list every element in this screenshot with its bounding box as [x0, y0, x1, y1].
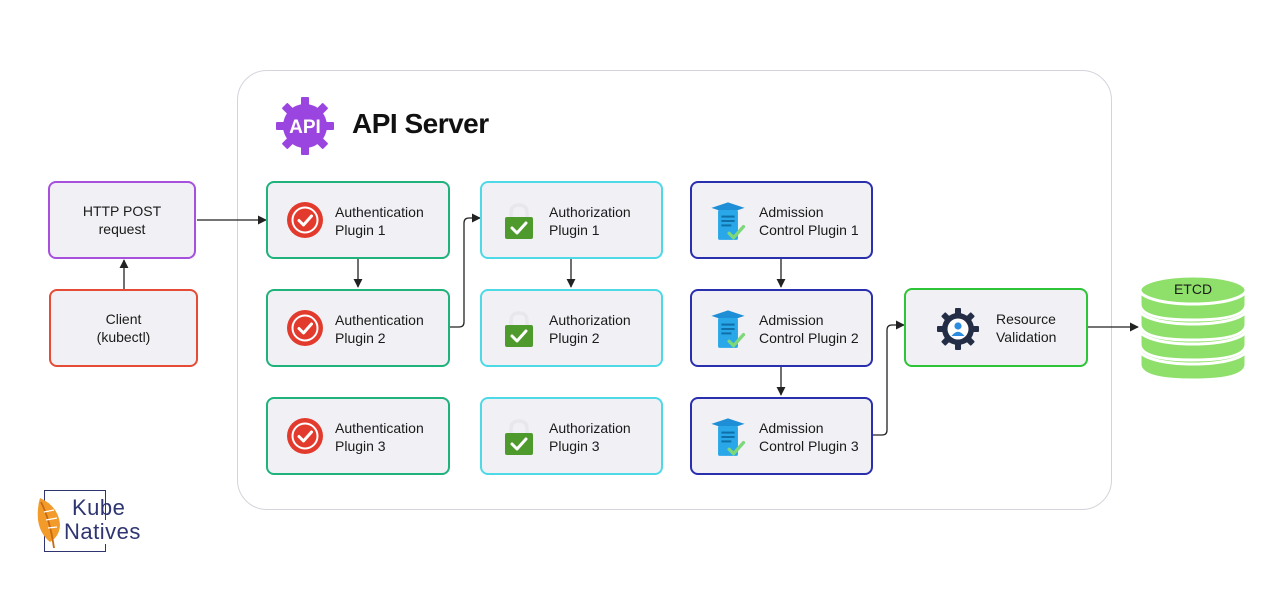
auth3-line1: Authentication [335, 420, 424, 436]
resource-line1: Resource [996, 311, 1056, 327]
auth1-line1: Authentication [335, 204, 424, 220]
arrow-adm3-to-resource [873, 320, 905, 436]
authz1-line2: Plugin 1 [549, 222, 600, 238]
badge-check-icon [287, 202, 323, 238]
authz2-line2: Plugin 2 [549, 330, 600, 346]
kube-natives-logo: Kube Natives [30, 488, 160, 558]
badge-check-icon [287, 418, 323, 454]
adm2-line1: Admission [759, 312, 824, 328]
client-line1: Client [105, 311, 142, 327]
document-check-icon [711, 202, 746, 240]
client-line2: (kubectl) [96, 329, 151, 345]
authz1-line1: Authorization [549, 204, 631, 220]
http-line2: request [98, 221, 146, 237]
auth2-line2: Plugin 2 [335, 330, 386, 346]
authz3-line2: Plugin 3 [549, 438, 600, 454]
http-line1: HTTP POST [82, 203, 162, 219]
badge-check-icon [287, 310, 323, 346]
api-server-title: API Server [352, 108, 489, 139]
api-gear-icon: API [276, 97, 334, 155]
etcd-label: ETCD [1173, 281, 1213, 297]
logo-line1: Kube [72, 495, 126, 520]
authz2-line1: Authorization [549, 312, 631, 328]
authz3-line1: Authorization [549, 420, 631, 436]
feather-icon [37, 498, 60, 549]
auth3-line2: Plugin 3 [335, 438, 386, 454]
database-icon [1138, 274, 1248, 382]
http-post-request-node: HTTP POST request [48, 181, 196, 259]
adm3-line1: Admission [759, 420, 824, 436]
arrow-auth2-to-authz1 [450, 213, 481, 328]
lock-check-icon [505, 203, 533, 239]
adm2-line2: Control Plugin 2 [759, 330, 859, 346]
client-node: Client (kubectl) [49, 289, 198, 367]
api-badge-text: API [289, 117, 321, 138]
adm1-line1: Admission [759, 204, 824, 220]
document-check-icon [711, 418, 746, 456]
gear-user-icon [937, 308, 979, 350]
document-check-icon [711, 310, 746, 348]
auth2-line1: Authentication [335, 312, 424, 328]
lock-check-icon [505, 419, 533, 455]
logo-line2: Natives [62, 519, 143, 544]
resource-line2: Validation [996, 329, 1057, 345]
adm3-line2: Control Plugin 3 [759, 438, 859, 454]
auth1-line2: Plugin 1 [335, 222, 386, 238]
adm1-line2: Control Plugin 1 [759, 222, 859, 238]
lock-check-icon [505, 311, 533, 347]
